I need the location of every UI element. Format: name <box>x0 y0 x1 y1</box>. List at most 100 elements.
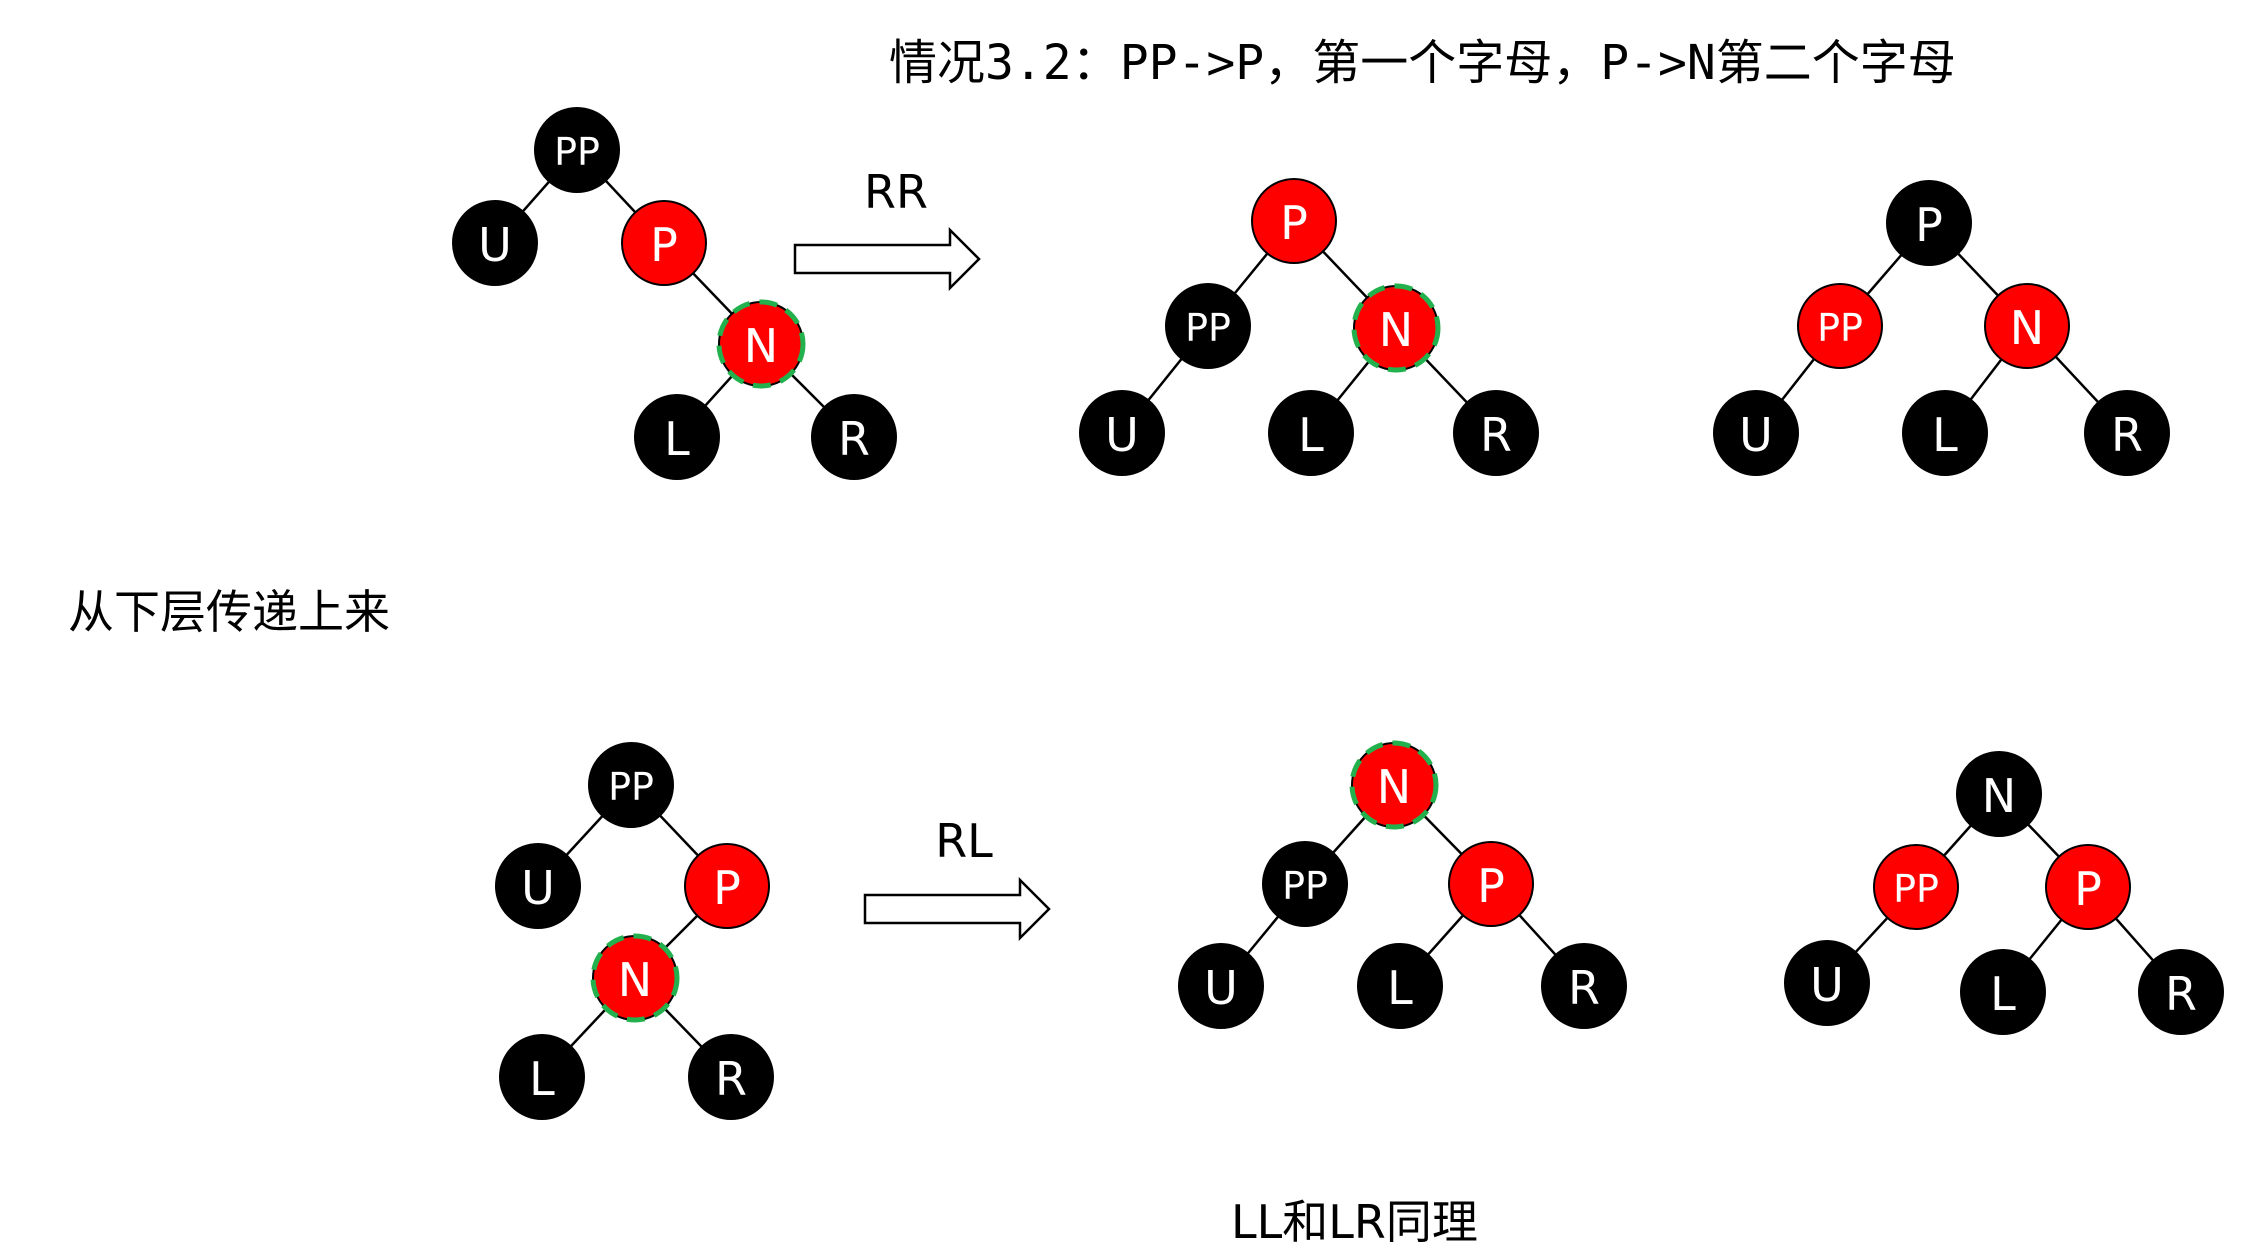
tree-node-pp: PP <box>1165 283 1251 369</box>
node-label: N <box>1982 769 2016 823</box>
node-label: P <box>713 861 741 915</box>
node-label: R <box>1568 961 1600 1015</box>
node-label: U <box>478 218 512 272</box>
node-label: R <box>2111 408 2143 462</box>
node-label: L <box>1298 408 1324 462</box>
node-label: L <box>1932 408 1958 462</box>
node-label: PP <box>1893 867 1939 911</box>
tree-node-l: L <box>1902 390 1988 476</box>
tree-node-n: N <box>1349 740 1439 830</box>
node-circle <box>1079 390 1165 476</box>
tree-node-n: N <box>1351 283 1441 373</box>
node-label: PP <box>608 765 654 809</box>
rl-arrow-label: RL <box>935 814 993 868</box>
node-label: PP <box>1185 306 1231 350</box>
node-label: U <box>1105 408 1139 462</box>
tree-node-p: P <box>1448 841 1534 927</box>
node-circle <box>688 1034 774 1120</box>
node-circle <box>2084 390 2170 476</box>
node-circle <box>1902 390 1988 476</box>
tree-node-u: U <box>1784 940 1870 1026</box>
tree-node-l: L <box>634 394 720 480</box>
tree-node-u: U <box>452 200 538 286</box>
node-circle <box>1956 751 2042 837</box>
node-label: U <box>1204 961 1238 1015</box>
bottom-note: LL和LR同理 <box>1231 1195 1478 1249</box>
node-label: U <box>521 861 555 915</box>
tree-node-pp: PP <box>1797 283 1883 369</box>
node-circle <box>499 1034 585 1120</box>
node-circle <box>1797 283 1883 369</box>
node-circle <box>1165 283 1251 369</box>
node-label: N <box>618 953 652 1007</box>
tree-node-n: N <box>1956 751 2042 837</box>
node-label: PP <box>1282 864 1328 908</box>
tree-node-r: R <box>2138 949 2224 1035</box>
node-circle <box>1984 283 2070 369</box>
tree-node-p: P <box>2045 844 2131 930</box>
node-circle <box>1251 178 1337 264</box>
tree-node-u: U <box>495 843 581 929</box>
node-label: N <box>744 319 778 373</box>
tree-node-l: L <box>1268 390 1354 476</box>
node-circle <box>1453 390 1539 476</box>
node-label: N <box>1379 303 1413 357</box>
node-label: P <box>1280 196 1308 250</box>
highlight-ring <box>1351 283 1441 373</box>
node-label: P <box>1915 198 1943 252</box>
node-label: L <box>664 412 690 466</box>
node-label: U <box>1810 958 1844 1012</box>
node-circle <box>2138 949 2224 1035</box>
node-circle <box>621 200 707 286</box>
node-circle <box>534 107 620 193</box>
tree-node-u: U <box>1079 390 1165 476</box>
node-circle <box>1448 841 1534 927</box>
rr-transform-arrow: RR <box>793 165 981 292</box>
highlight-ring <box>590 933 680 1023</box>
tree-node-p: P <box>1251 178 1337 264</box>
node-label: P <box>650 218 678 272</box>
tree-node-p: P <box>684 843 770 929</box>
node-label: PP <box>554 130 600 174</box>
rl-transform-arrow: RL <box>863 814 1051 942</box>
node-label: N <box>1377 760 1411 814</box>
tree-node-p: P <box>621 200 707 286</box>
node-circle <box>811 394 897 480</box>
highlight-ring <box>1349 740 1439 830</box>
node-circle <box>1262 841 1348 927</box>
tree-rr-before: PP U P NL R <box>452 107 897 480</box>
tree-node-r: R <box>688 1034 774 1120</box>
highlight-ring <box>716 299 806 389</box>
tree-node-n: N <box>716 299 806 389</box>
node-circle <box>1873 844 1959 930</box>
tree-node-u: U <box>1713 390 1799 476</box>
node-circle <box>495 843 581 929</box>
node-circle <box>1713 390 1799 476</box>
node-label: R <box>838 412 870 466</box>
tree-node-pp: PP <box>1262 841 1348 927</box>
tree-node-r: R <box>1541 943 1627 1029</box>
tree-node-pp: PP <box>588 742 674 828</box>
node-circle <box>1357 943 1443 1029</box>
node-label: L <box>529 1052 555 1106</box>
rr-arrow-label: RR <box>864 165 928 219</box>
node-label: U <box>1739 408 1773 462</box>
tree-node-n: N <box>590 933 680 1023</box>
node-circle <box>634 394 720 480</box>
node-label: P <box>2074 862 2102 916</box>
tree-rl-before: PP U P N L R <box>495 742 774 1120</box>
side-note: 从下层传递上来 <box>68 585 390 639</box>
node-circle <box>1784 940 1870 1026</box>
right-arrow-icon <box>793 226 981 292</box>
node-label: R <box>1480 408 1512 462</box>
node-label: P <box>1477 859 1505 913</box>
node-circle <box>1886 180 1972 266</box>
node-circle <box>1541 943 1627 1029</box>
node-label: PP <box>1817 306 1863 350</box>
